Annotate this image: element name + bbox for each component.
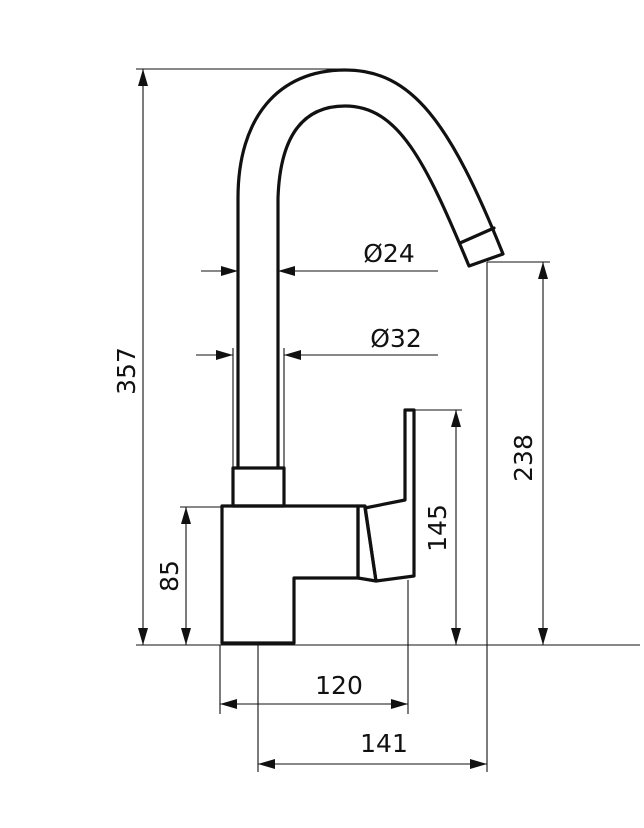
dimension-base-diameter <box>196 350 438 360</box>
faucet-outline <box>220 68 505 645</box>
dimension-spout-reach <box>258 759 487 769</box>
label-body-depth: 120 <box>315 671 363 700</box>
spout-nozzle-band <box>458 226 496 245</box>
dimension-lever-height <box>451 410 461 645</box>
dimension-body-depth <box>220 699 408 709</box>
label-lever-height: 145 <box>423 504 452 552</box>
mixer-body <box>220 504 360 645</box>
spout-outline <box>236 68 505 470</box>
label-spout-reach: 141 <box>360 729 408 758</box>
dimension-spout-outlet-height <box>538 262 548 645</box>
label-overall-height: 357 <box>112 347 141 395</box>
lever-hub <box>356 504 378 583</box>
label-spout-outlet-height: 238 <box>509 434 538 482</box>
label-base-diameter: Ø32 <box>370 324 422 353</box>
base-collar <box>231 466 286 508</box>
label-spout-diameter: Ø24 <box>363 239 415 268</box>
label-body-height: 85 <box>155 560 184 592</box>
dimension-overall-height <box>138 69 148 645</box>
dimension-body-height <box>181 507 191 645</box>
extension-lines <box>136 68 640 772</box>
dimension-spout-diameter <box>201 266 438 276</box>
